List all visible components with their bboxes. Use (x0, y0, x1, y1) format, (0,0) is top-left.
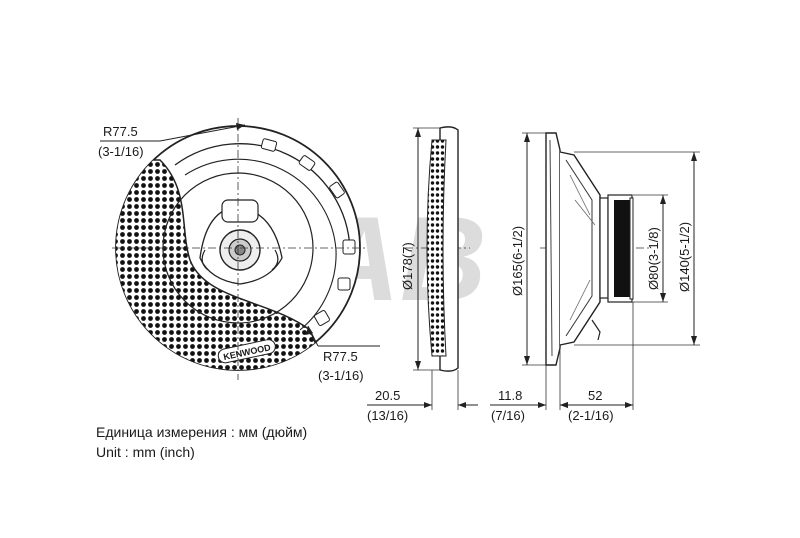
height-label: Ø178(7) (400, 242, 415, 290)
flange-depth-label: 11.8 (498, 388, 522, 403)
mount-depth-inch-label: (2-1/16) (568, 408, 614, 423)
unit-note-ru: Единица измерения : мм (дюйм) (96, 424, 308, 440)
front-view: KENWOOD R77.5 (3-1/16) R77.5 (3-1/16) (98, 118, 380, 383)
radius-top-label: R77.5 (103, 124, 138, 139)
side-view-speaker: Ø165(6-1/2) Ø140(5-1/2) Ø80(3-1/8) 11.8 … (490, 132, 700, 423)
magnet-diameter-label: Ø80(3-1/8) (646, 227, 661, 290)
radius-bottom-label: R77.5 (323, 349, 358, 364)
unit-note-en: Unit : mm (inch) (96, 444, 195, 460)
flange-depth-inch-label: (7/16) (491, 408, 525, 423)
radius-bottom-inch-label: (3-1/16) (318, 368, 364, 383)
mount-depth-label: 52 (588, 388, 602, 403)
cutout-diameter-label: Ø140(5-1/2) (677, 222, 692, 292)
grille-panel (116, 159, 332, 370)
depth-label: 20.5 (375, 388, 400, 403)
radius-top-inch-label: (3-1/16) (98, 144, 144, 159)
outer-diameter-label: Ø165(6-1/2) (510, 226, 525, 296)
side-view-grille: Ø178(7) 20.5 (13/16) (367, 126, 478, 423)
depth-inch-label: (13/16) (367, 408, 408, 423)
